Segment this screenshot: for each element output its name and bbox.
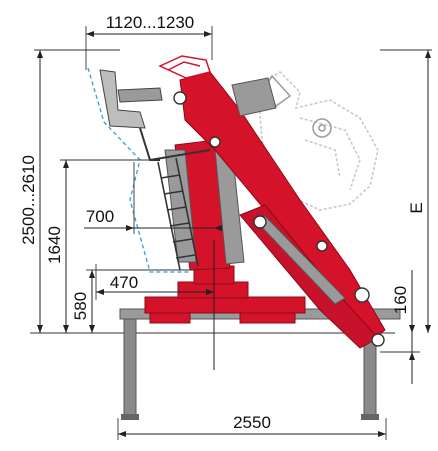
pivot-pins — [173, 91, 385, 347]
dim-label-base-height: 580 — [71, 292, 90, 320]
dim-seat-offset: 700 — [84, 162, 222, 234]
left-foot — [121, 414, 139, 420]
access-ladder — [157, 157, 199, 271]
dim-label-seat-offset: 700 — [86, 207, 114, 226]
dim-label-seat-height: 1640 — [45, 226, 64, 264]
dim-top-width: 1120...1230 — [85, 13, 213, 70]
dim-seat-height: 1640 — [45, 159, 150, 333]
left-leg — [123, 318, 137, 417]
crane-column — [164, 139, 245, 271]
dim-total-height: 2500...2610 — [19, 49, 120, 333]
dim-leg-span: 2550 — [117, 413, 387, 440]
dim-label-total-height: 2500...2610 — [19, 155, 38, 245]
dim-pivot-height: 160 — [380, 270, 420, 384]
pin-icon — [209, 136, 221, 148]
seat-top-icon — [158, 55, 211, 79]
pin-icon — [371, 333, 385, 347]
dim-label-top-width: 1120...1230 — [106, 13, 195, 32]
dim-label-leg-span: 2550 — [233, 413, 271, 432]
pin-icon — [354, 287, 370, 303]
dim-label-reach: E — [407, 202, 426, 213]
dim-label-pivot-height: 160 — [391, 286, 410, 314]
seat-outline-dashed — [87, 67, 190, 273]
dim-reach: E — [380, 49, 432, 333]
dim-base-height: 580 — [71, 269, 96, 333]
right-foot — [361, 414, 379, 420]
dim-label-step-offset: 470 — [110, 273, 138, 292]
operator-seat — [99, 69, 211, 161]
pin-icon — [173, 91, 187, 105]
pin-icon — [316, 240, 328, 252]
pin-icon — [253, 215, 267, 229]
